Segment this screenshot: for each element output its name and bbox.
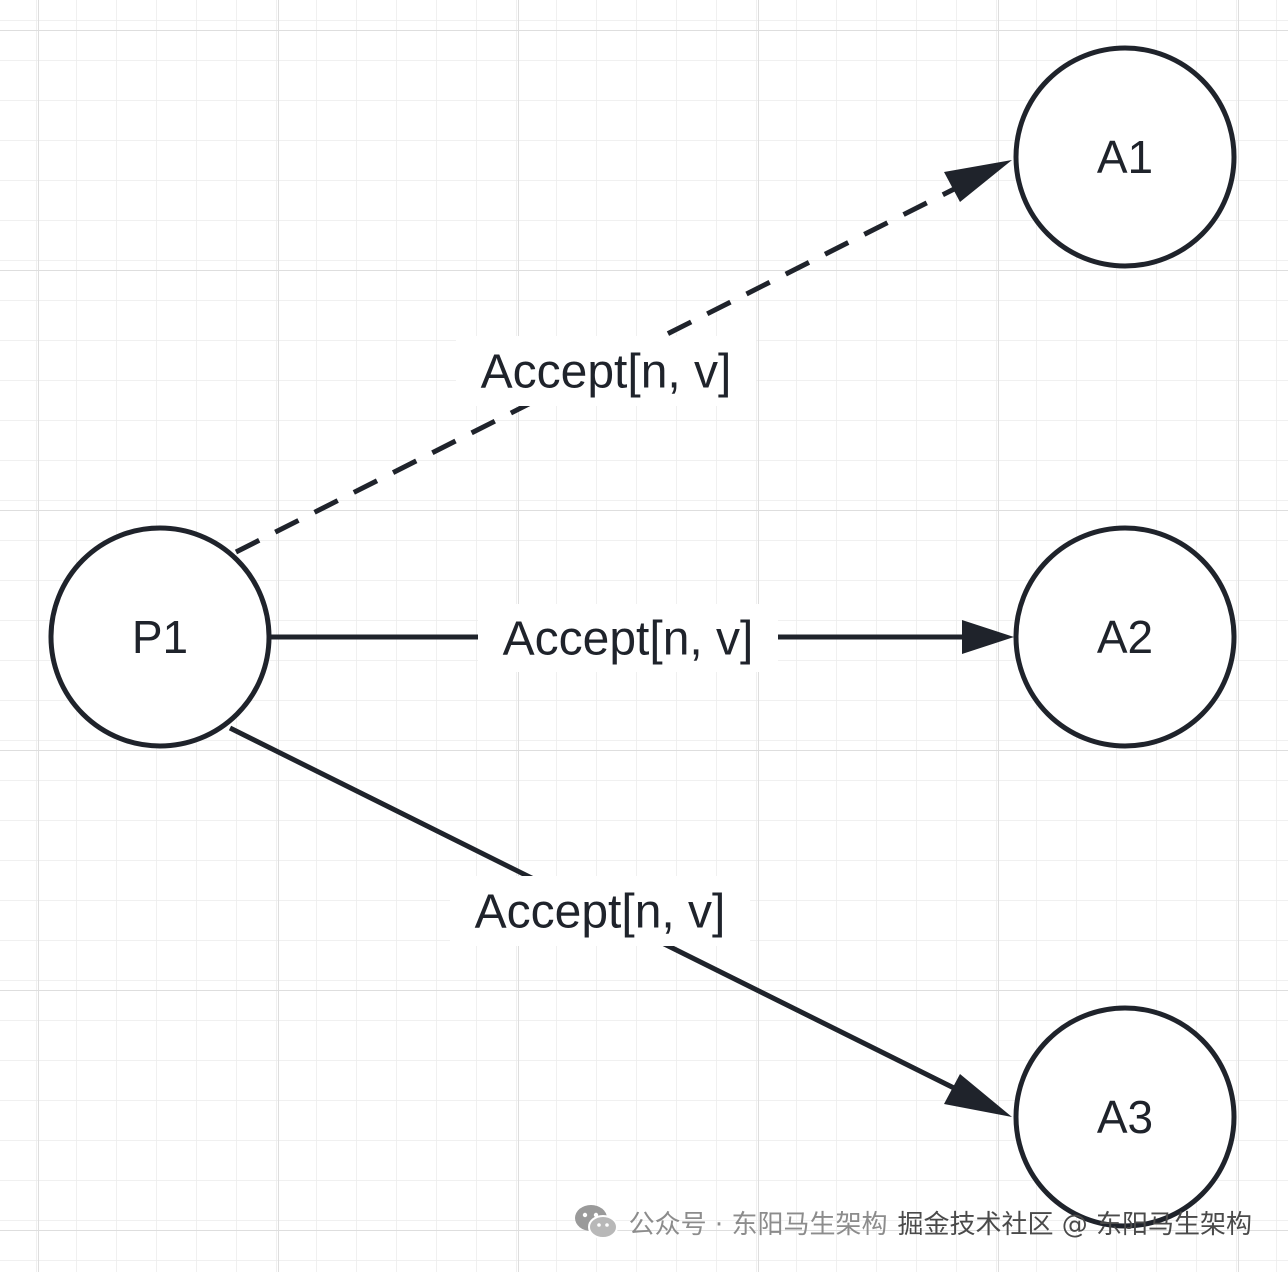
- node-a2-label: A2: [1097, 611, 1153, 663]
- edge-p1-a2-label-bg: [478, 604, 778, 672]
- watermark: 公众号 · 东阳马生架构 掘金技术社区 @ 东阳马生架构: [573, 1202, 1252, 1242]
- edge-p1-a1-arrowhead: [944, 160, 1012, 202]
- node-a3-label: A3: [1097, 1091, 1153, 1143]
- wechat-icon: [574, 1205, 618, 1239]
- edge-p1-a3-label: Accept[n, v]: [475, 886, 726, 939]
- edge-p1-a3: Accept[n, v]: [228, 725, 1012, 1117]
- node-p1-label: P1: [132, 611, 188, 663]
- edge-p1-a1-label: Accept[n, v]: [481, 346, 732, 399]
- edge-p1-a1-label-bg: [456, 336, 756, 406]
- node-a1-circle: [1013, 45, 1237, 269]
- node-p1-circle: [48, 525, 272, 749]
- watermark-account: 公众号 · 东阳马生架构: [628, 1209, 888, 1240]
- node-a1-label: A1: [1097, 131, 1153, 183]
- node-a2: A2: [1013, 525, 1237, 749]
- node-a3: A3: [1013, 1005, 1237, 1229]
- node-p1: P1: [48, 525, 272, 749]
- edge-p1-a2-label: Accept[n, v]: [503, 613, 754, 666]
- node-a3-circle: [1013, 1005, 1237, 1229]
- edge-p1-a2-arrowhead: [962, 620, 1014, 654]
- watermark-site: 掘金技术社区 @ 东阳马生架构: [897, 1209, 1252, 1240]
- edge-p1-a1: Accept[n, v]: [234, 160, 1012, 555]
- edge-p1-a3-arrowhead: [944, 1074, 1012, 1117]
- node-a2-circle: [1013, 525, 1237, 749]
- edge-p1-a3-label-bg: [450, 876, 750, 946]
- node-a1: A1: [1013, 45, 1237, 269]
- edge-p1-a2: Accept[n, v]: [270, 604, 1014, 672]
